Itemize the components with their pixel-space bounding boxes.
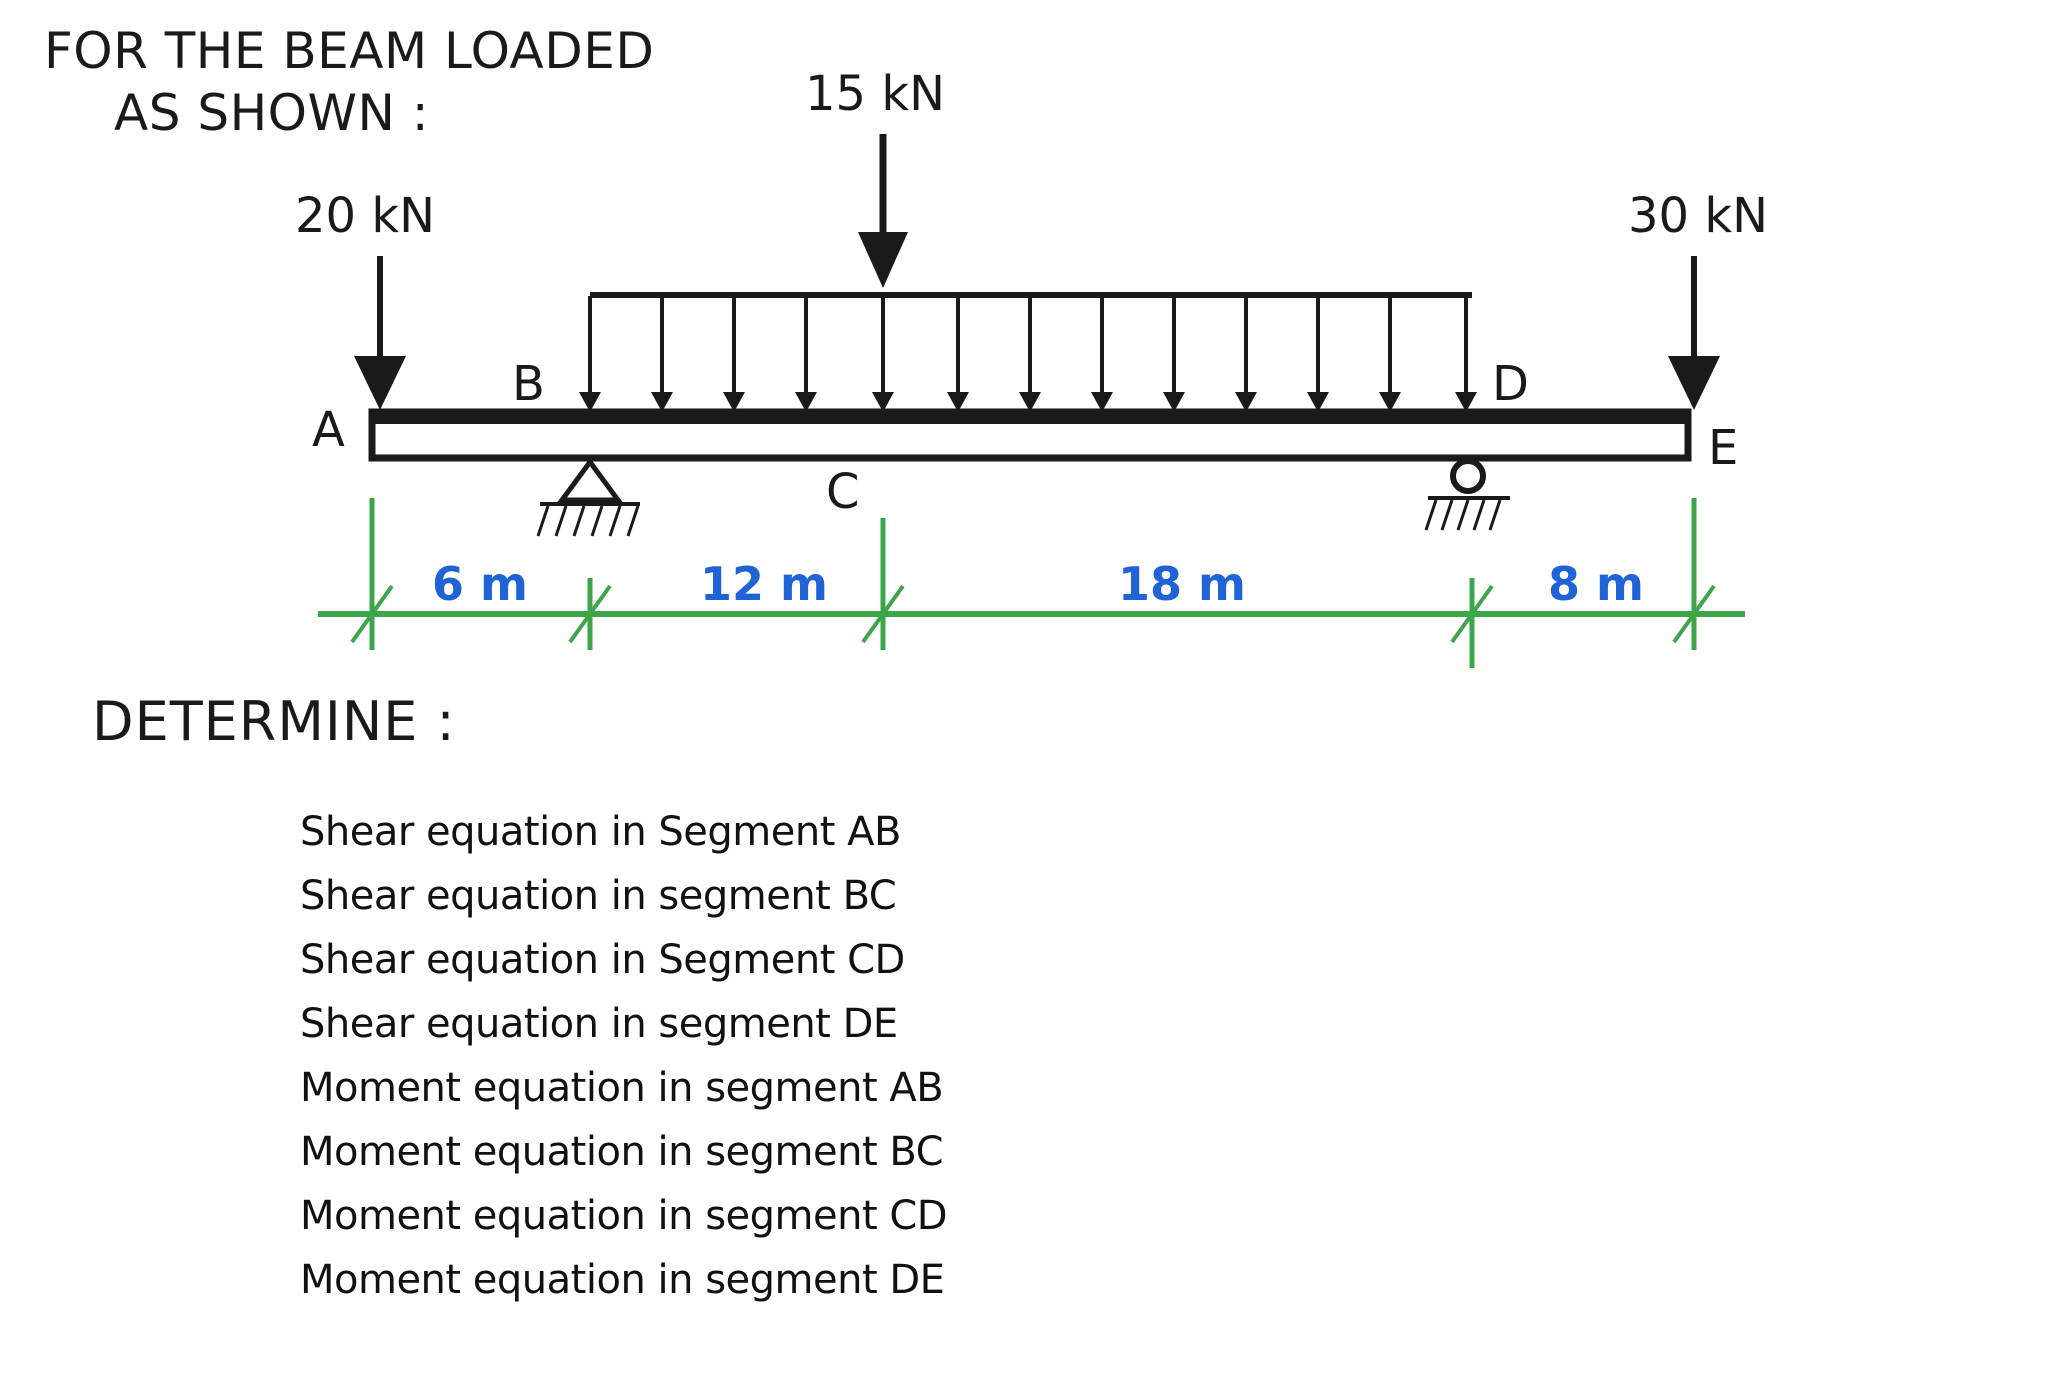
point-label-a: A	[312, 402, 345, 458]
distributed-load	[579, 292, 1477, 412]
load-label-a: 20 kN	[295, 188, 435, 244]
arrow-down-icon	[795, 392, 817, 412]
point-load-e	[1668, 256, 1720, 410]
point-label-e: E	[1708, 420, 1738, 476]
question-item: Shear equation in Segment CD	[300, 937, 905, 983]
heading-line-2: AS SHOWN :	[114, 84, 430, 142]
load-label-e: 30 kN	[1628, 188, 1768, 244]
load-label-c: 15 kN	[805, 66, 945, 122]
arrow-down-icon	[1307, 392, 1329, 412]
point-label-d: D	[1492, 356, 1529, 412]
arrow-down-icon	[1455, 392, 1477, 412]
arrow-down-icon	[947, 392, 969, 412]
question-item: Moment equation in segment AB	[300, 1065, 944, 1111]
dimension-line	[318, 498, 1745, 668]
arrow-down-icon	[1668, 356, 1720, 410]
distributed-load-arrows	[579, 296, 1477, 412]
arrow-down-icon	[858, 232, 908, 288]
point-label-c: C	[826, 464, 860, 520]
pin-support-b	[536, 457, 640, 537]
question-item: Shear equation in Segment AB	[300, 809, 901, 855]
beam-diagram: 20 kN 15 kN 30 kN A B C D E	[295, 66, 1768, 668]
problem-heading: FOR THE BEAM LOADED AS SHOWN :	[44, 20, 654, 144]
arrow-down-icon	[1379, 392, 1401, 412]
question-item: Moment equation in segment DE	[300, 1257, 945, 1303]
point-load-c	[858, 134, 908, 288]
heading-line-1: FOR THE BEAM LOADED	[44, 22, 655, 80]
arrow-down-icon	[1019, 392, 1041, 412]
dimension-label-de: 8 m	[1548, 557, 1644, 611]
question-item: Moment equation in segment CD	[300, 1193, 948, 1239]
arrow-down-icon	[872, 392, 894, 412]
arrow-down-icon	[1091, 392, 1113, 412]
dimension-label-cd: 18 m	[1118, 557, 1246, 611]
point-label-b: B	[512, 356, 545, 412]
question-item: Shear equation in segment DE	[300, 1001, 898, 1047]
arrow-down-icon	[1163, 392, 1185, 412]
beam-top-edge	[372, 412, 1688, 424]
arrow-down-icon	[579, 392, 601, 412]
arrow-down-icon	[354, 356, 406, 410]
distributed-load-top-line	[590, 292, 1472, 298]
determine-label: DETERMINE :	[92, 690, 456, 753]
arrow-down-icon	[651, 392, 673, 412]
dimension-label-bc: 12 m	[700, 557, 828, 611]
beam	[368, 408, 1692, 462]
point-load-a	[354, 256, 406, 410]
question-item: Moment equation in segment BC	[300, 1129, 944, 1175]
dimension-label-ab: 6 m	[432, 557, 528, 611]
arrow-down-icon	[1235, 392, 1257, 412]
roller-support-d	[1424, 458, 1510, 531]
question-item: Shear equation in segment BC	[300, 873, 897, 919]
arrow-down-icon	[723, 392, 745, 412]
question-list: Shear equation in Segment AB Shear equati…	[300, 800, 948, 1312]
